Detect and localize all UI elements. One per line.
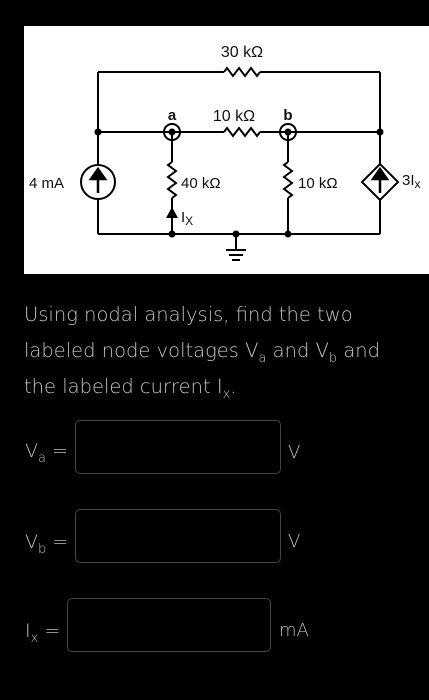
ix-answer-label: Ix = — [25, 620, 61, 646]
question-text: Using nodal analysis, find the two label… — [24, 303, 381, 402]
va-unit: V — [288, 442, 301, 463]
ix-label: IX — [181, 209, 193, 228]
current-source-label: 4 mA — [29, 175, 64, 192]
resistor-40k-label: 40 kΩ — [181, 175, 221, 192]
arrow-up-icon — [88, 166, 108, 193]
ix-unit: mA — [279, 620, 309, 641]
resistor-30k-label: 30 kΩ — [221, 44, 263, 61]
answer-row-vb: Vb = V — [0, 509, 429, 569]
vb-input[interactable] — [75, 509, 281, 563]
dependent-source-label: 3Ix — [402, 172, 421, 191]
circuit-schematic: 30 kΩ 10 kΩ a b 4 mA 40 kΩ 10 kΩ IX 3Ix — [29, 44, 421, 261]
node-a-label: a — [168, 107, 177, 124]
answer-row-ix: Ix = mA — [0, 598, 429, 658]
ix-input[interactable] — [67, 598, 271, 652]
vb-label: Vb = — [25, 531, 69, 557]
vb-unit: V — [288, 531, 301, 552]
va-input[interactable] — [75, 420, 281, 474]
answer-row-va: Va = V — [0, 420, 429, 480]
resistor-10k-mid-label: 10 kΩ — [213, 108, 255, 125]
node-b-label: b — [283, 107, 292, 124]
circuit-diagram: 30 kΩ 10 kΩ a b 4 mA 40 kΩ 10 kΩ IX 3Ix — [24, 26, 429, 274]
resistor-10k-right-label: 10 kΩ — [298, 175, 338, 192]
va-label: Va = — [25, 440, 68, 466]
